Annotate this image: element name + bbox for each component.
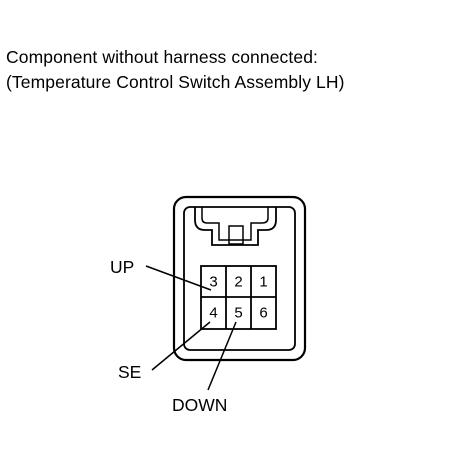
pin-2: 2 [234, 274, 242, 291]
leader-se [151, 321, 211, 371]
pin-5: 5 [234, 305, 242, 322]
leader-down [207, 321, 237, 391]
callout-up: UP [110, 257, 134, 277]
connector-latch-inner [201, 207, 269, 241]
pin-6: 6 [259, 305, 267, 322]
connector-housing-outer [172, 195, 307, 362]
pin-1: 1 [259, 274, 267, 291]
leader-up [145, 265, 212, 291]
connector-latch [194, 207, 277, 246]
callout-se: SE [118, 362, 141, 382]
connector-housing-inner [183, 206, 296, 351]
caption-line-2: (Temperature Control Switch Assembly LH) [6, 72, 345, 92]
pin-4: 4 [209, 305, 217, 322]
caption-line-1: Component without harness connected: [6, 47, 318, 67]
callout-down: DOWN [172, 395, 227, 415]
connector-key [228, 225, 244, 245]
pin-3: 3 [209, 274, 217, 291]
